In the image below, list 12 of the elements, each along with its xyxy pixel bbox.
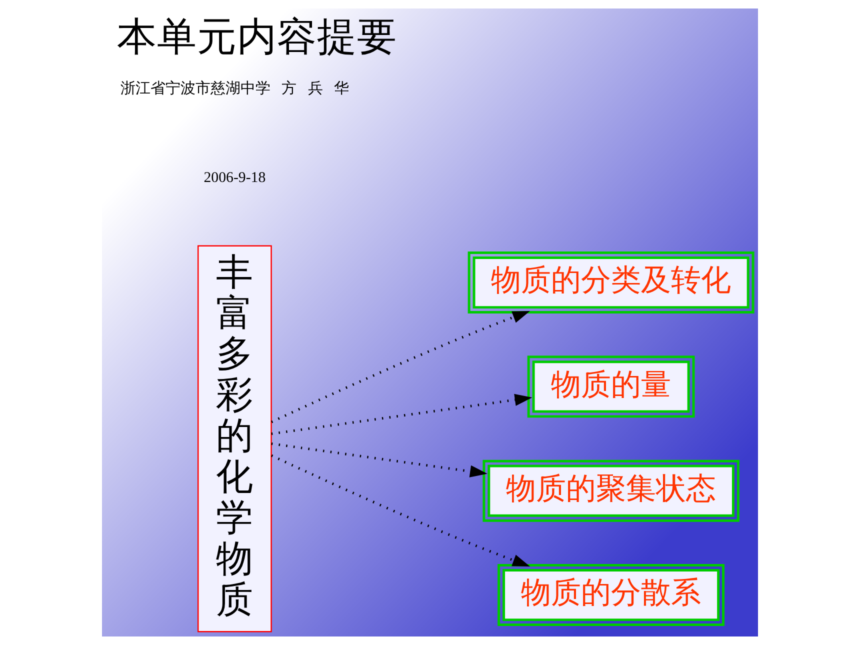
arrow: [271, 454, 530, 567]
arrow: [271, 394, 532, 436]
label: 浙江省宁波市慈湖中学 方 兵 华: [120, 80, 349, 97]
arrow: [271, 442, 488, 478]
node-box: 物质的分散系: [498, 564, 725, 626]
node-box: 物质的量: [527, 356, 695, 418]
label: 2006-9-18: [204, 170, 266, 186]
node-box: 物质的分类及转化: [468, 252, 754, 314]
node-box: 丰富多彩的化学物质: [197, 245, 272, 632]
arrow: [271, 311, 530, 424]
node-box: 物质的聚集状态: [482, 460, 740, 522]
diagram-title: 本单元内容提要: [117, 14, 398, 60]
